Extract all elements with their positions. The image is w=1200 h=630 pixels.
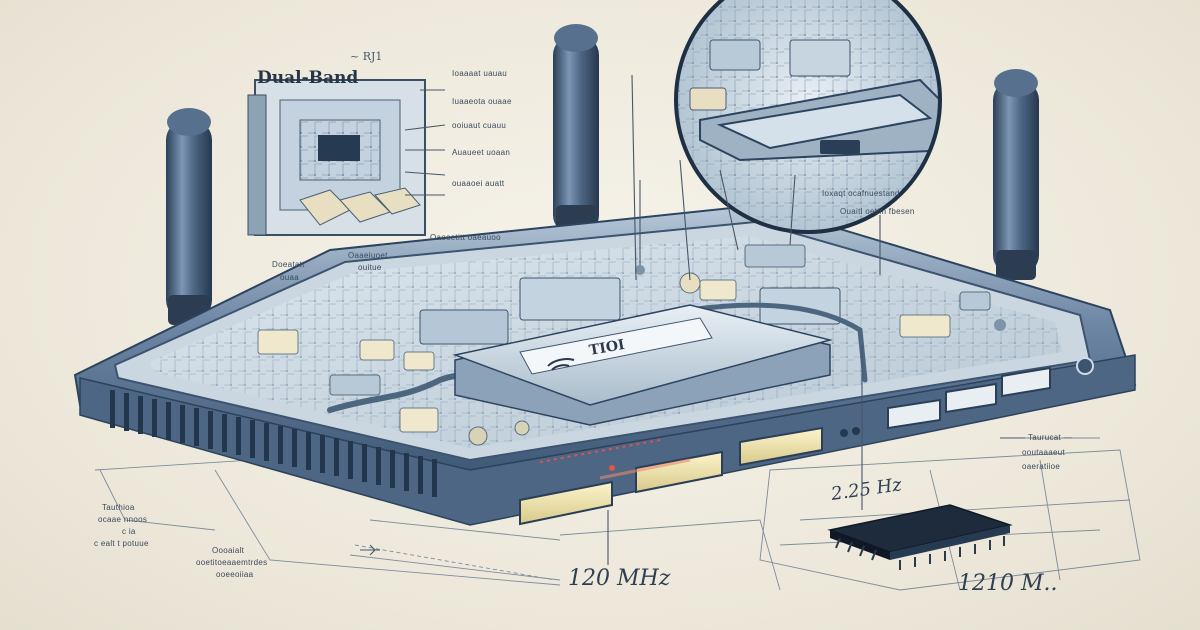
board-callout-label-2: Ouaitl oetim fbesen <box>840 207 915 216</box>
lens-leaders <box>631 74 796 281</box>
board-callout: Ioxaqt ocafnuestand Ouaitl oetim fbesen <box>822 189 915 275</box>
right-callout-label-3: oaeratiioe <box>1022 462 1060 471</box>
frequency-label-chip: 2.25 Hz <box>829 474 904 505</box>
ethernet-port-icon <box>945 382 997 414</box>
ethernet-port-icon <box>1001 366 1051 398</box>
antenna-left-icon <box>166 108 212 325</box>
inset-label-3: Oaaeiuoet <box>348 251 388 260</box>
magnifier-icon <box>674 0 942 234</box>
ethernet-port-icon <box>739 426 823 467</box>
diagram-title: Dual-Band <box>257 68 358 88</box>
left-callout-label-2: ocaae nnoos <box>98 515 147 524</box>
power-led-icon <box>1076 357 1094 375</box>
frequency-label-right: 1210 M.. <box>958 571 1058 596</box>
wifi-icon <box>547 358 575 371</box>
ethernet-port-icon <box>519 480 613 526</box>
left-callout-label-1: Tauthioa <box>102 503 135 512</box>
right-callout: Taurucat — ooutaaaeut oaeratiioe <box>1000 433 1072 471</box>
inset-side-label-5: ouaaoei auatt <box>452 179 505 188</box>
inset-side-label-3: ooiuaut cuauu <box>452 121 506 130</box>
inset-cutaway <box>247 79 446 236</box>
inset-side-label-2: Iuaaeota ouaae <box>452 97 512 106</box>
left-callout-label-4: c ealt t potuue <box>94 539 149 548</box>
sticker-label: TIOI <box>588 337 626 359</box>
ethernet-port-icon <box>887 398 941 430</box>
antenna-center-icon <box>553 24 599 235</box>
inset-side-labels: Ioaaaat uauau Iuaaeota ouaae ooiuaut cua… <box>452 69 512 188</box>
inset-label-2: ouaa <box>280 273 299 282</box>
left-callout-label-5: Oooaialt <box>212 546 245 555</box>
external-chip-icon <box>827 345 1013 570</box>
right-callout-label-1: Taurucat — <box>1028 433 1072 442</box>
front-ports <box>519 357 1094 526</box>
board-callout-label-1: Ioxaqt ocafnuestand <box>822 189 900 198</box>
inset-label-1: Doeatatt <box>272 260 305 269</box>
left-callout-label-3: c ia <box>122 527 136 536</box>
inset-side-label-1: Ioaaaat uauau <box>452 69 507 78</box>
inset-label-5: Oaooetitt oaeauoo <box>430 233 501 242</box>
left-callouts: Tauthioa ocaae nnoos c ia c ealt t potuu… <box>94 503 380 579</box>
diagram-title-suffix: ~ RJ1 <box>350 50 382 63</box>
right-callout-label-2: ooutaaaeut <box>1022 448 1066 457</box>
left-callout-label-7: ooeeoiiaa <box>216 570 254 579</box>
inset-side-label-4: Auaueet uoaan <box>452 148 510 157</box>
antenna-right-icon <box>993 69 1039 280</box>
signal-highlights <box>539 439 691 480</box>
left-callout-label-6: ooetitoeaaemtrdes <box>196 558 267 567</box>
vent-slots <box>110 390 437 497</box>
frequency-label-left: 120 MHz <box>568 566 671 591</box>
inset-label-4: ouitue <box>358 263 382 272</box>
inset-bottom-labels: Doeatatt ouaa Oaaeiuoet ouitue Oaooetitt… <box>272 233 501 282</box>
ethernet-port-icon <box>635 450 723 494</box>
chip-icon <box>318 135 360 161</box>
